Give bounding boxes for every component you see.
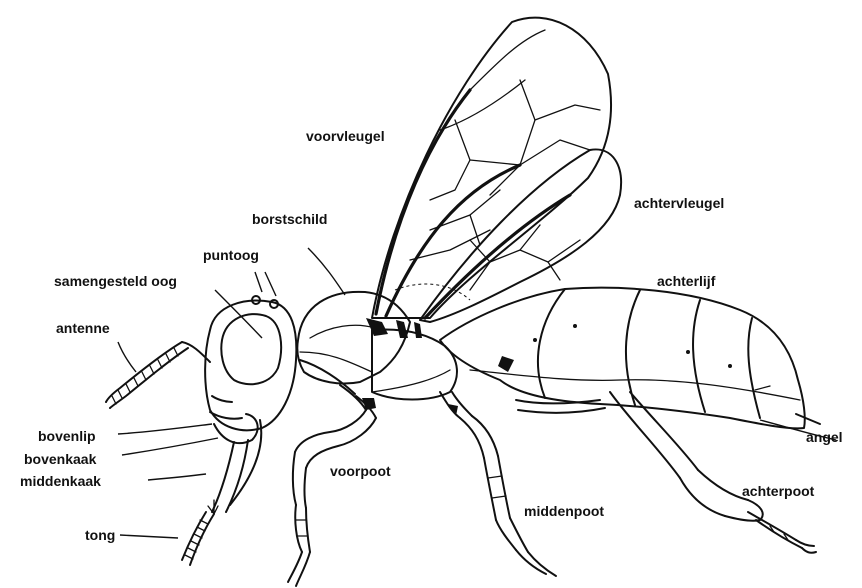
label-middenpoot: middenpoot <box>524 503 604 519</box>
hind-leg <box>516 392 816 553</box>
label-borstschild: borstschild <box>252 211 327 227</box>
stinger <box>796 414 820 424</box>
head <box>205 296 296 430</box>
label-samengesteld-oog: samengesteld oog <box>54 273 177 289</box>
leader-lines <box>118 248 836 538</box>
label-antenne: antenne <box>56 320 110 336</box>
label-achtervleugel: achtervleugel <box>634 195 724 211</box>
middle-leg <box>440 392 556 576</box>
label-tong: tong <box>85 527 115 543</box>
label-voorvleugel: voorvleugel <box>306 128 385 144</box>
mouthparts <box>182 414 261 565</box>
antenna <box>106 342 210 408</box>
front-leg <box>288 385 376 586</box>
label-voorpoot: voorpoot <box>330 463 391 479</box>
hindwing <box>395 149 621 322</box>
label-achterpoot: achterpoot <box>742 483 814 499</box>
label-angel: angel <box>806 429 843 445</box>
label-puntoog: puntoog <box>203 247 259 263</box>
forewing <box>372 18 611 318</box>
label-bovenkaak: bovenkaak <box>24 451 96 467</box>
label-middenkaak: middenkaak <box>20 473 101 489</box>
label-achterlijf: achterlijf <box>657 273 715 289</box>
label-bovenlip: bovenlip <box>38 428 96 444</box>
